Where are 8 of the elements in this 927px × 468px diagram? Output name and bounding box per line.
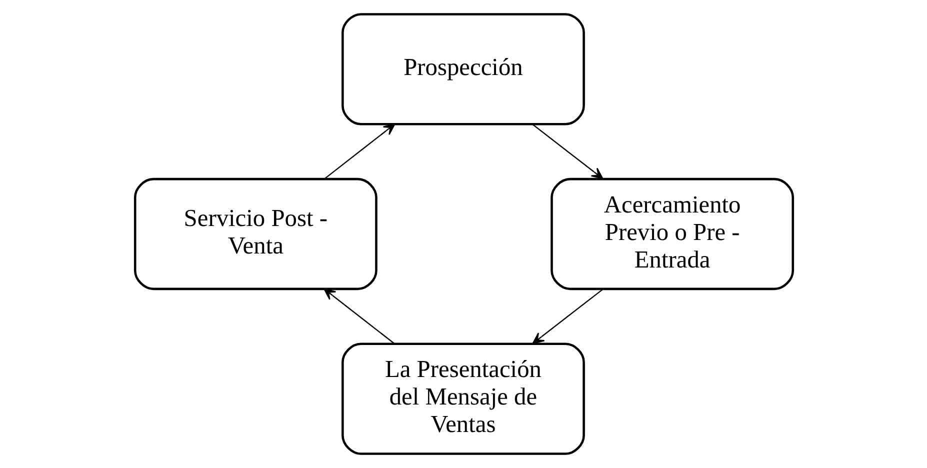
- arrow: [531, 124, 603, 180]
- arrow: [324, 124, 395, 180]
- arrow: [323, 288, 394, 344]
- node-box: Prospección: [341, 13, 584, 126]
- arrow: [532, 288, 604, 344]
- node-box: La Presentación del Mensaje de Ventas: [341, 342, 584, 455]
- node-box: Acercamiento Previo o Pre - Entrada: [550, 178, 794, 290]
- node-box: Servicio Post - Venta: [133, 178, 377, 290]
